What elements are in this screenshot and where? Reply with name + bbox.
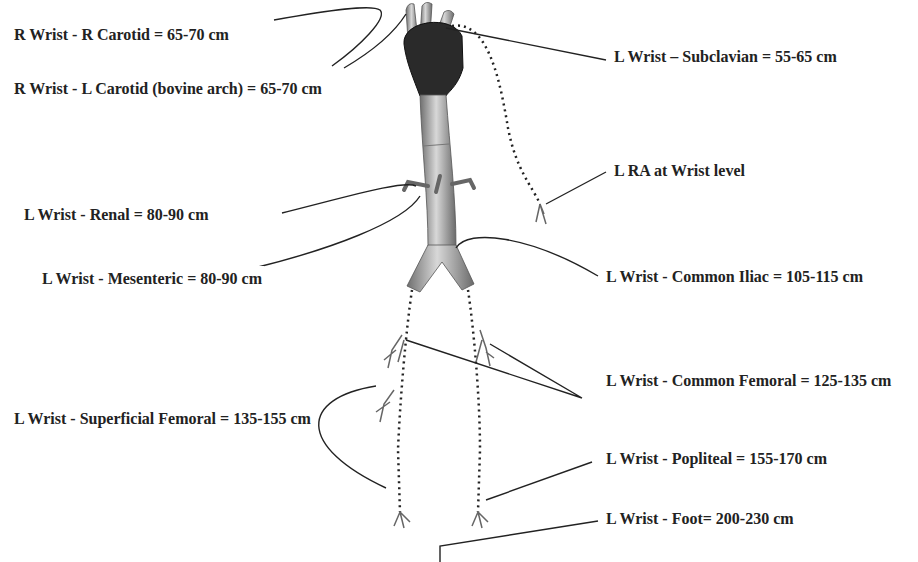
measurement-label: L Wrist - Common Iliac = 105-115 cm [604,264,908,290]
leader-superficial-femoral [319,386,386,488]
measurement-label: L Wrist - Foot= 200-230 cm [604,506,796,532]
measurement-label: L Wrist - Renal = 80-90 cm [22,202,211,228]
superficial-femoral-branches [376,390,394,422]
leader-common-femoral [406,340,582,398]
measurement-label: R Wrist - R Carotid = 65-70 cm [12,22,231,48]
dotted-paths [398,26,540,512]
left-femoral-branches [476,330,494,366]
measurement-label: L Wrist - Common Femoral = 125-135 cm [604,368,908,394]
measurement-label: L RA at Wrist level [612,158,747,184]
descending-aorta [420,95,456,246]
iliac-bifurcation [407,245,474,292]
leader-mesenteric [246,196,420,270]
small-branches [376,204,546,528]
right-foot-branches [394,512,410,528]
leader-subclavian [446,28,606,60]
measurement-label: R Wrist - L Carotid (bovine arch) = 65-7… [12,76,346,102]
right-femoral-branches [384,335,404,368]
left-leg-path [468,290,480,512]
left-renal [452,180,474,188]
measurement-label: L Wrist - Superficial Femoral = 135-155 … [12,406,316,432]
leader-popliteal [486,462,592,500]
leader-renal [282,185,416,213]
measurement-label: L Wrist - Popliteal = 155-170 cm [604,446,829,472]
left-foot-branches [472,512,488,528]
right-leg-path [398,290,412,512]
left-arm-path [452,26,540,204]
mesenteric [436,176,440,192]
wrist-branches [536,204,546,224]
leader-r-carotid [274,8,381,66]
aortic-arch [404,22,463,96]
leader-radial [546,172,606,204]
leader-iliac [456,237,598,276]
measurement-label: L Wrist – Subclavian = 55-65 cm [612,44,839,70]
visceral-branches [404,176,474,192]
aorta-segment-line [423,144,449,146]
leader-foot [440,521,598,562]
leader-l-carotid [344,14,406,68]
measurement-label: L Wrist - Mesenteric = 80-90 cm [40,266,264,292]
